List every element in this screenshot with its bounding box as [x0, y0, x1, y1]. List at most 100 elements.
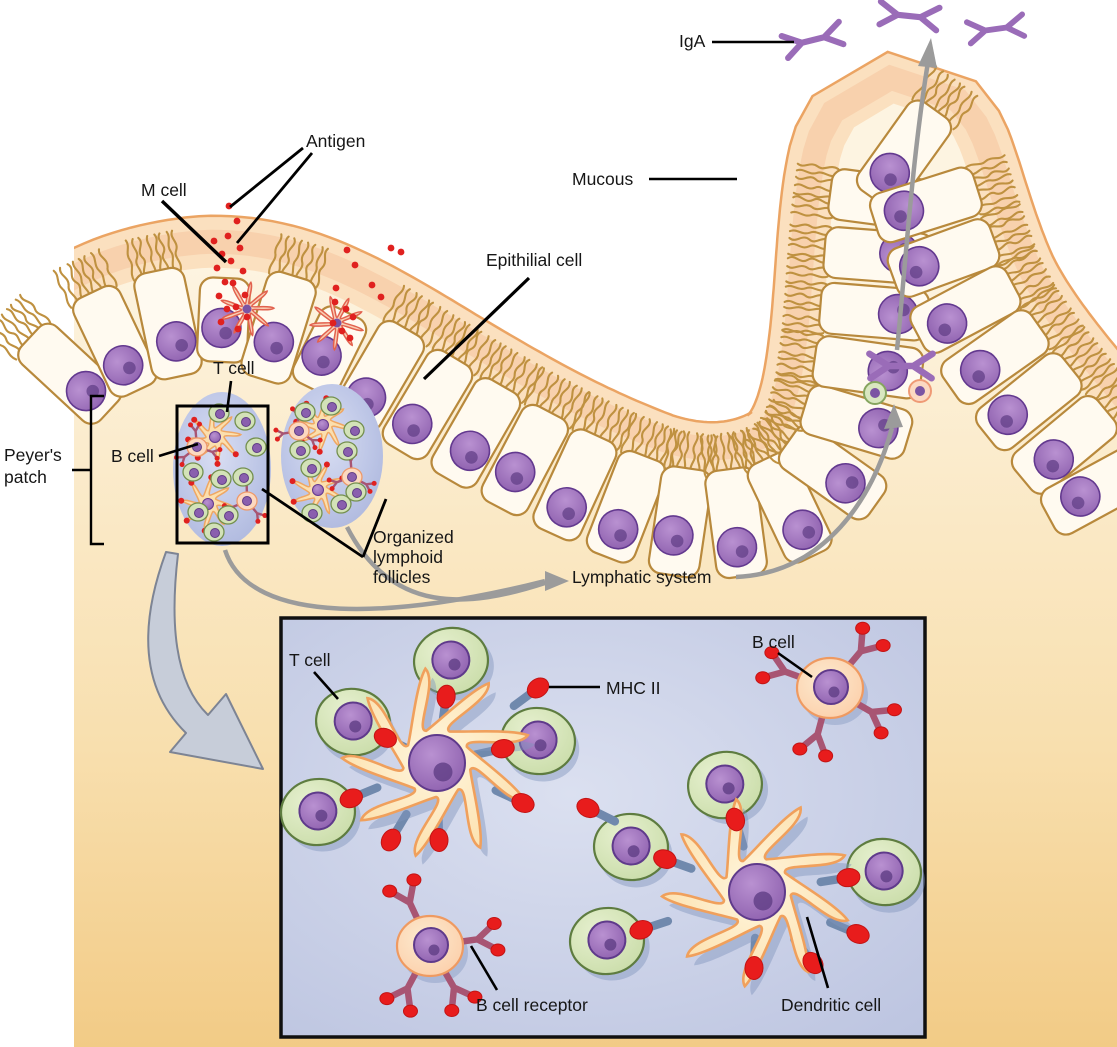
mini-t-cell [217, 505, 239, 525]
t-cell [412, 626, 494, 701]
cell-nucleus [449, 430, 491, 472]
antigen-dot [329, 319, 337, 327]
antigen-dot [215, 292, 223, 300]
mini-t-cell [203, 522, 225, 542]
antigen-dot [236, 244, 244, 252]
epithelial-cell [855, 65, 979, 209]
leader-follicles-2 [361, 498, 388, 558]
antigen-dot [387, 244, 395, 252]
b-cell [755, 621, 902, 763]
epithelial-cell [430, 342, 544, 489]
epithelial-cell [744, 398, 888, 521]
leader-m-cell [160, 199, 228, 264]
mhc-ii-molecule [373, 727, 397, 748]
label-epithelial-cell: Epithilial cell [486, 250, 582, 270]
iga-antibody-icon [778, 18, 847, 61]
cell-nucleus [653, 515, 694, 556]
dendritic-cell [339, 666, 535, 865]
leader-epithelial-cell [422, 276, 531, 381]
mucous-inner-shade [0, 64, 1117, 461]
microvilli [1019, 283, 1084, 351]
mini-t-cell [343, 420, 365, 440]
antigen-dot [232, 303, 240, 311]
iga-antibody-icon [866, 350, 936, 382]
antigen-dot [221, 278, 229, 286]
epithelial-cell [762, 371, 914, 460]
epithelial-cell [1010, 366, 1117, 495]
iga-antibody-icon [876, 0, 943, 34]
arrowhead-up [884, 404, 903, 429]
mini-t-cell [232, 467, 254, 487]
mini-t-cell [289, 440, 311, 460]
leader-inset-b-cell [777, 651, 813, 679]
cell-nucleus [391, 403, 433, 445]
label-organized-3: follicles [373, 567, 431, 587]
epithelial-cell [974, 326, 1116, 452]
t-cell [845, 837, 925, 913]
mini-t-cell [320, 396, 342, 416]
lymph-vessel [344, 525, 546, 602]
m-cell [291, 305, 368, 397]
microvilli [762, 371, 818, 432]
mini-t-cell [234, 411, 256, 431]
leader-b-cell-receptor [469, 945, 499, 991]
epithelial-cell [647, 428, 719, 579]
microvilli [0, 293, 52, 361]
mini-t-cell [210, 469, 232, 489]
label-organized-1: Organized [373, 527, 454, 547]
antigen-dot [343, 246, 351, 254]
mhc-ii-molecule [629, 920, 654, 940]
t-cell [568, 906, 650, 981]
mhc-ii-molecule [725, 807, 746, 832]
antigen-dot [223, 305, 231, 313]
mini-t-cell [208, 403, 230, 423]
label-leader-lines [158, 40, 830, 991]
leader-t-cell-upper [225, 380, 233, 413]
epithelial-cell [124, 229, 203, 381]
mhc-ii-molecule [436, 684, 456, 709]
mini-t-cell [345, 482, 367, 502]
epithelial-cell [909, 245, 1058, 354]
label-inset-t-cell: T cell [289, 650, 331, 670]
follicle-inset [279, 616, 927, 1039]
peyers-patch-bracket [72, 394, 104, 546]
antigen-dot [239, 267, 247, 275]
leader-b-cell-upper [158, 442, 199, 458]
epithelial-cell [52, 248, 158, 398]
b-cell [379, 873, 506, 1018]
antigen-dot [342, 305, 350, 313]
epithelial-cell [774, 329, 925, 400]
cell-nucleus [494, 451, 536, 493]
lymphoid-follicle [273, 384, 383, 528]
b-cell-nucleus [413, 927, 449, 963]
microvilli [382, 284, 449, 348]
leader-dendritic-cell [805, 916, 830, 989]
antigen-dot [368, 281, 376, 289]
mhc-ii-molecule [744, 956, 764, 980]
label-peyers-patch-1: Peyer's [4, 445, 62, 465]
cell-nucleus [782, 509, 823, 551]
antigen-dot [243, 313, 251, 321]
microvilli [1051, 326, 1116, 391]
cell-nucleus [546, 487, 587, 528]
mini-t-cell [187, 502, 209, 522]
leader-antigen-1 [229, 146, 304, 209]
lymph-vessel [222, 549, 546, 612]
antigen-dot [210, 237, 218, 245]
t-cell [592, 812, 673, 888]
mini-t-cell [336, 441, 358, 461]
antigen-dot [227, 257, 235, 265]
zoom-arrow [147, 551, 264, 770]
mini-b-cell [273, 405, 323, 451]
antigen-dot [224, 232, 232, 240]
arrowhead-up [918, 38, 937, 68]
epithelial-cell [0, 293, 123, 425]
antigen-dot [217, 318, 225, 326]
left-margin [0, 0, 74, 1047]
iga-antibodies [778, 0, 1028, 405]
mini-b-cell [326, 451, 377, 494]
microvilli [571, 391, 635, 452]
t-cell [499, 706, 580, 782]
cell-nucleus [987, 394, 1029, 436]
